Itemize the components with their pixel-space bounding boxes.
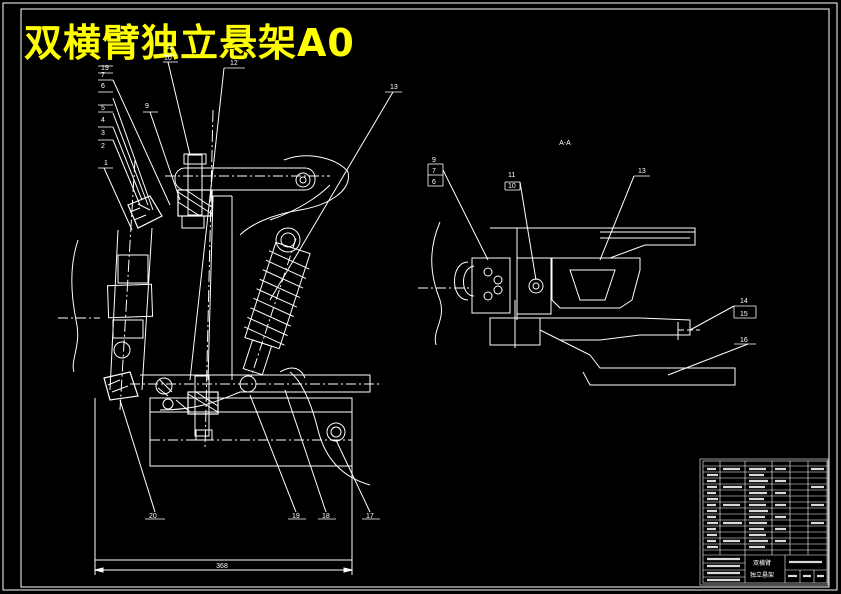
- callout-12: 12: [230, 60, 238, 67]
- title-block-name-2: 独立悬架: [750, 571, 774, 579]
- body-break-curve: [71, 239, 79, 373]
- section-label: A-A: [559, 140, 571, 147]
- sec-callout-14: 14: [740, 298, 748, 305]
- sec-callout-11: 11: [508, 172, 515, 179]
- sec-callout-7: 7: [432, 168, 436, 175]
- callout-13: 13: [390, 84, 398, 91]
- right-callout-text: A-A 9 7 6 11 10 13 14 15 16: [432, 140, 748, 344]
- callout-11: 11: [166, 44, 173, 51]
- title-block: [699, 458, 829, 586]
- callout-5: 5: [101, 105, 105, 112]
- callout-6: 6: [101, 83, 105, 90]
- callout-20: 20: [149, 513, 157, 520]
- callout-9: 9: [145, 103, 149, 110]
- callout-4: 4: [101, 117, 105, 124]
- title-block-text: 双横臂 独立悬架: [750, 559, 774, 579]
- upper-ball-joint: [127, 195, 163, 229]
- left-callouts: [98, 54, 402, 520]
- callout-3: 3: [101, 130, 105, 137]
- callout-8: 19: [101, 65, 109, 72]
- coil-spring: [242, 238, 311, 377]
- section-break-curve: [431, 221, 442, 346]
- sec-callout-13: 13: [638, 168, 646, 175]
- dimension-368: 368: [216, 563, 228, 570]
- upper-control-arm: [174, 167, 316, 191]
- left-callout-text: 19 7 6 5 4 3 2 1 11 10 12 9 13 20 19 18 …: [101, 44, 398, 570]
- kingpin: [106, 283, 154, 319]
- title-block-name-1: 双横臂: [753, 559, 771, 567]
- callout-19: 19: [292, 513, 300, 520]
- right-callouts: [427, 163, 757, 345]
- callout-10: 10: [164, 55, 172, 62]
- callout-7: 7: [101, 72, 105, 79]
- sec-callout-15: 15: [740, 311, 748, 318]
- inner-border: [20, 8, 830, 588]
- sec-callout-16: 16: [740, 337, 748, 344]
- main-view: [58, 61, 394, 575]
- drawing-title: 双横臂独立悬架A0: [24, 21, 355, 65]
- sec-callout-6: 6: [432, 179, 436, 186]
- section-view: [418, 169, 749, 386]
- pivot-bolt: [326, 422, 346, 442]
- callout-18: 18: [322, 513, 330, 520]
- sec-callout-10: 10: [508, 183, 516, 190]
- callout-2: 2: [101, 143, 105, 150]
- shock-upper-mount: [239, 155, 349, 236]
- callout-1: 1: [104, 160, 108, 167]
- lower-ball-joint: [103, 371, 139, 401]
- section-pivot-block: [516, 257, 552, 315]
- callout-17: 17: [366, 513, 374, 520]
- sec-callout-9: 9: [432, 157, 436, 164]
- base-frame: [149, 397, 353, 467]
